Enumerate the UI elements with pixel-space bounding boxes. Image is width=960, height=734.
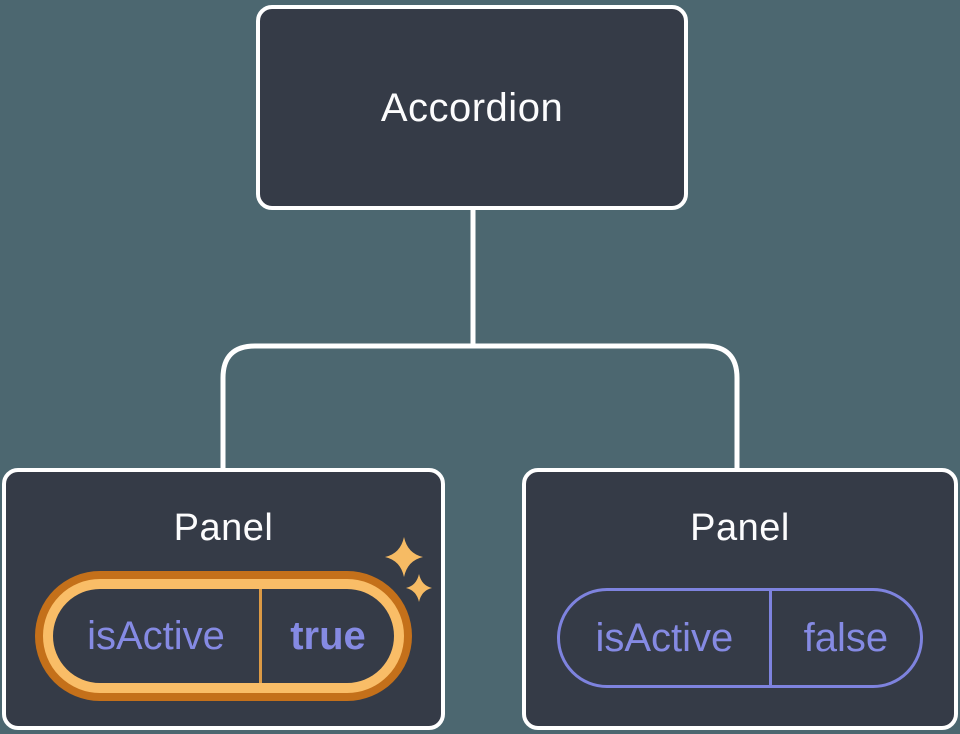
isactive-prop-pill-inactive: isActive false (557, 588, 923, 688)
panel-node-inactive: Panel isActive false (522, 468, 958, 730)
accordion-node-label: Accordion (380, 85, 564, 130)
prop-value-label: true (290, 614, 366, 658)
prop-name-label: isActive (53, 589, 262, 683)
panel-node-label: Panel (690, 507, 790, 549)
prop-value-label: false (803, 616, 889, 660)
accordion-node: Accordion (256, 5, 688, 210)
panel-node-label: Panel (173, 507, 274, 549)
prop-name-label: isActive (560, 591, 772, 685)
panel-node-active: Panel isActive true (2, 468, 445, 730)
isactive-prop-pill-active: isActive true (43, 579, 404, 693)
sparkles-icon (385, 537, 432, 602)
